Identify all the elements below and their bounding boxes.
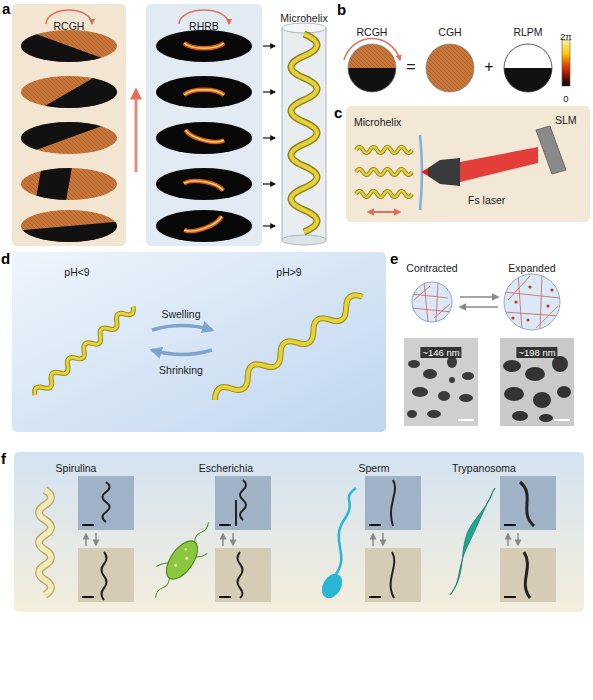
- organism-label: Spirulina: [56, 462, 97, 474]
- panel-background: [346, 106, 590, 222]
- beam-stack: [156, 30, 252, 242]
- projection-arrow: [263, 45, 275, 46]
- sperm-cartoon: [318, 488, 356, 602]
- sem-image: [404, 338, 478, 426]
- projection-arrow: [263, 183, 275, 184]
- trypanosoma-cartoon: [450, 488, 495, 595]
- panel-background: [14, 452, 584, 612]
- beam-panel: RHRB: [146, 4, 262, 246]
- condition-label: pH>9: [276, 266, 301, 278]
- state-label: Contracted: [406, 262, 457, 274]
- microorganism-panel: Spirulina Escherichia Sperm Trypanosoma: [14, 452, 584, 612]
- condition-label: Swelling: [161, 308, 200, 320]
- panel-letter: d: [1, 250, 10, 267]
- fabrication-setup: [356, 126, 566, 212]
- sequence-arrow: [135, 90, 138, 172]
- ph-response-panel: pH<9SwellingShrinking pH>9: [12, 252, 386, 432]
- hologram-label: CGH: [438, 26, 461, 38]
- panel-background: [12, 252, 386, 432]
- projection-arrow: [263, 91, 275, 92]
- escherichia-cartoon: [142, 513, 223, 608]
- operator-symbol: =: [406, 58, 415, 75]
- panel-letter: e: [390, 250, 398, 267]
- projection-arrow: [263, 137, 275, 138]
- microhelix-cylinder-drawing: [282, 23, 326, 245]
- ph-helices: [32, 291, 366, 406]
- sem-image: [500, 338, 574, 426]
- panel-background: [146, 4, 262, 246]
- setup-label: Fs laser: [468, 194, 505, 206]
- hologram-label: RLPM: [513, 26, 542, 38]
- state-label: Expanded: [508, 262, 555, 274]
- panel-heading: RHRB: [189, 20, 219, 32]
- panel-letter: c: [334, 104, 342, 121]
- panel-letter: b: [337, 1, 346, 18]
- pore-size-label: ~198 nm: [516, 347, 557, 358]
- panel-heading: RCGH: [54, 20, 85, 32]
- pore-size-label: ~146 nm: [420, 347, 461, 358]
- organism-label: Trypanosoma: [452, 462, 516, 474]
- projection-arrow: [263, 225, 275, 226]
- microscope-images: [78, 476, 556, 602]
- fabrication-panel: Microhelix Fs laser SLM: [346, 106, 590, 222]
- spirulina-cartoon: [39, 490, 51, 595]
- structure-label: Microhelix: [280, 12, 327, 24]
- organism-label: Sperm: [359, 462, 390, 474]
- colorbar-label: 0: [563, 93, 568, 104]
- panel-letter: a: [2, 0, 10, 17]
- setup-label: SLM: [555, 114, 577, 126]
- panel-letter: f: [1, 450, 6, 467]
- microhelix-cylinder: Microhelix: [276, 4, 332, 246]
- hologram-panel: RCGH: [12, 4, 126, 246]
- setup-label: Microhelix: [354, 116, 401, 128]
- hydrogel-network: [412, 274, 560, 330]
- condition-label: Shrinking: [159, 364, 203, 376]
- organism-label: Escherichia: [199, 462, 253, 474]
- hologram-stack: [2, 25, 136, 261]
- operator-symbol: +: [484, 58, 493, 75]
- colorbar-label: 2π: [560, 31, 572, 42]
- condition-label: pH<9: [64, 266, 89, 278]
- hologram-label: RCGH: [357, 26, 388, 38]
- hologram-equation: [344, 39, 570, 94]
